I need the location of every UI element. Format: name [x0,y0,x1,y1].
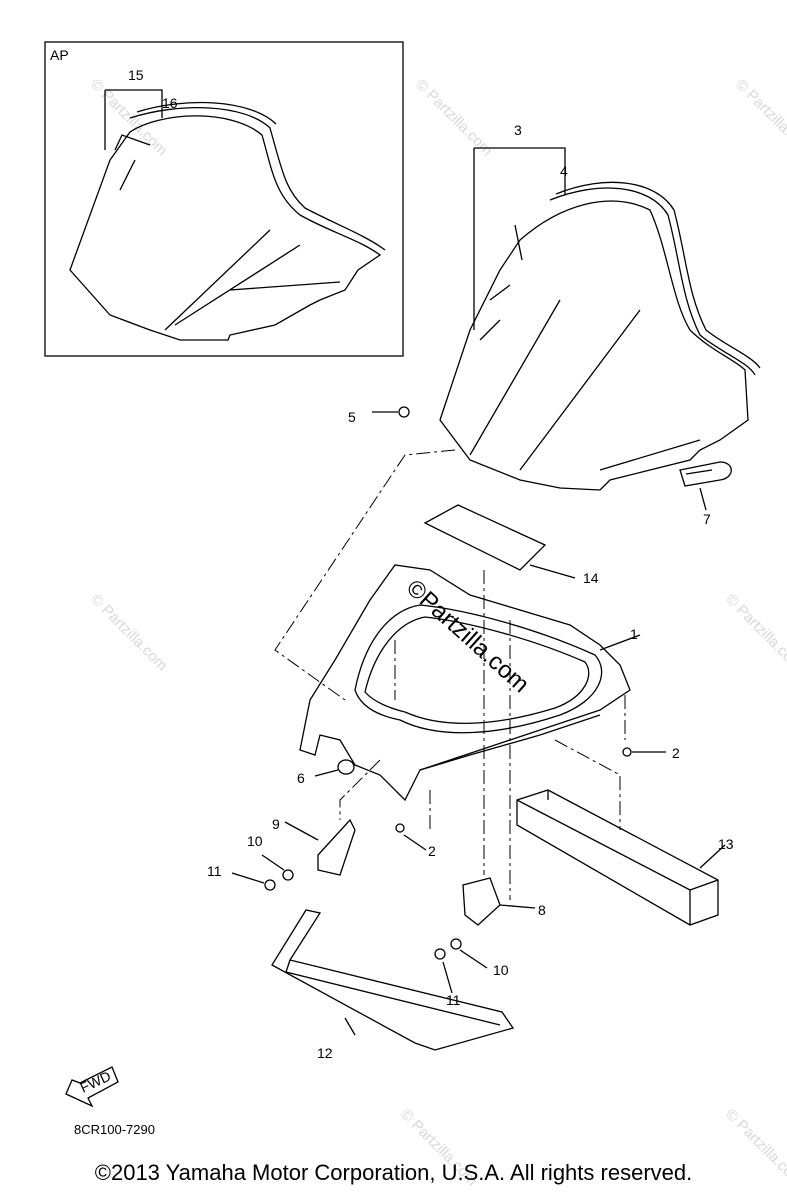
callout-labels: AP 15 16 3 4 5 7 14 1 2 6 9 10 11 2 13 8… [50,47,734,1061]
part-7-bracket [679,461,732,511]
callout-10b: 10 [493,962,509,978]
callout-4: 4 [560,163,568,179]
inset-label: AP [50,47,69,63]
watermark: © Partzilla.com [732,76,787,159]
callout-1: 1 [630,626,638,642]
inset-ap [44,41,404,357]
callout-9: 9 [272,816,280,832]
part-1-cowl [299,564,641,802]
watermark: © Partzilla.com [87,591,170,674]
part-12-bumper [271,909,515,1051]
inset-frame [44,41,404,357]
part-10-washer-b [450,938,462,950]
watermark: © Partzilla.com [722,591,787,674]
watermark: © Partzilla.com [412,76,495,159]
callout-2: 2 [672,745,680,761]
windshield [439,147,761,491]
part-2-screw-a [395,823,405,833]
diagram-code: 8CR100-7290 [74,1122,155,1137]
guide-lines [274,449,626,900]
fwd-arrow-icon: FWD [65,1066,119,1108]
callout-16: 16 [162,95,178,111]
callout-7: 7 [703,511,711,527]
callout-14: 14 [583,570,599,586]
callout-10: 10 [247,833,263,849]
callout-3: 3 [514,122,522,138]
part-14-pad [423,504,576,579]
part-11-nut-b [434,948,446,960]
callout-13: 13 [718,836,734,852]
part-13-foam [516,789,726,926]
callout-11b: 11 [446,992,461,1008]
part-6-grommet [337,759,355,775]
callout-12: 12 [317,1045,333,1061]
copyright-footer: ©2013 Yamaha Motor Corporation, U.S.A. A… [94,1160,693,1185]
part-9-bracket [317,818,356,876]
watermark: © Partzilla.com [87,76,170,159]
part-8-bracket [462,877,501,926]
part-11-nut [264,879,276,891]
part-2-screw-b [622,747,632,757]
callout-8: 8 [538,902,546,918]
fwd-label: FWD [78,1068,114,1096]
callout-11: 11 [207,863,222,879]
part-5-screw [398,406,410,418]
part-10-washer [282,869,294,881]
callout-5: 5 [348,409,356,425]
callout-6: 6 [297,770,305,786]
callout-15: 15 [128,67,144,83]
hardware [231,406,666,994]
callout-2b: 2 [428,843,436,859]
